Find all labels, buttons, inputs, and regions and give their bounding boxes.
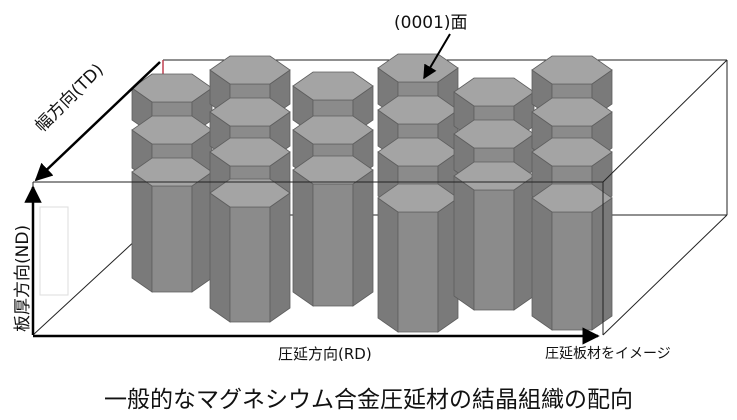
grain-array (131, 53, 613, 333)
prism-top-face-0001 (292, 71, 374, 101)
prism-top-face-0001 (209, 97, 291, 127)
prism-top-face-0001 (531, 183, 613, 213)
rd-axis-label: 圧延方向(RD) (278, 345, 372, 363)
figure-caption: 一般的なマグネシウム合金圧延材の結晶組織の配向 (104, 387, 633, 413)
prism-front-face (397, 211, 439, 333)
prism-left-face (131, 171, 153, 293)
prism-left-face (209, 192, 231, 323)
prism-front-face (551, 211, 593, 331)
prism-front-face (312, 183, 354, 307)
prism-top-face-0001 (209, 178, 291, 208)
prism-top-face-0001 (209, 137, 291, 167)
prism-top-face-0001 (377, 53, 459, 83)
prism-right-face (269, 192, 291, 323)
prism-front-face (229, 206, 271, 323)
prism-right-face (352, 169, 374, 307)
nd-axis-label: 板厚方向(ND) (13, 224, 33, 332)
prism-top-face-0001 (531, 97, 613, 127)
prism-left-face (292, 169, 314, 307)
prism-right-face (191, 171, 213, 293)
prism-top-face-0001 (531, 55, 613, 85)
prism-left-face (453, 175, 475, 311)
image-note-label: 圧延板材をイメージ (545, 346, 671, 362)
prism-front-face (151, 185, 193, 293)
face-pointer-arrow (423, 33, 451, 80)
prism-top-face-0001 (292, 115, 374, 145)
prism-top-face-0001 (209, 55, 291, 85)
td-axis-arrow (34, 61, 161, 182)
nd-label-backdrop (39, 206, 69, 296)
prism-left-face (531, 197, 553, 331)
prism-right-face (591, 197, 613, 331)
prism-right-face (513, 175, 535, 311)
prism-left-face (377, 197, 399, 333)
prism-front-face (473, 189, 515, 311)
face-0001-label: (0001)面 (394, 13, 468, 33)
prism-top-face-0001 (531, 137, 613, 167)
prism-top-face-0001 (292, 155, 374, 185)
